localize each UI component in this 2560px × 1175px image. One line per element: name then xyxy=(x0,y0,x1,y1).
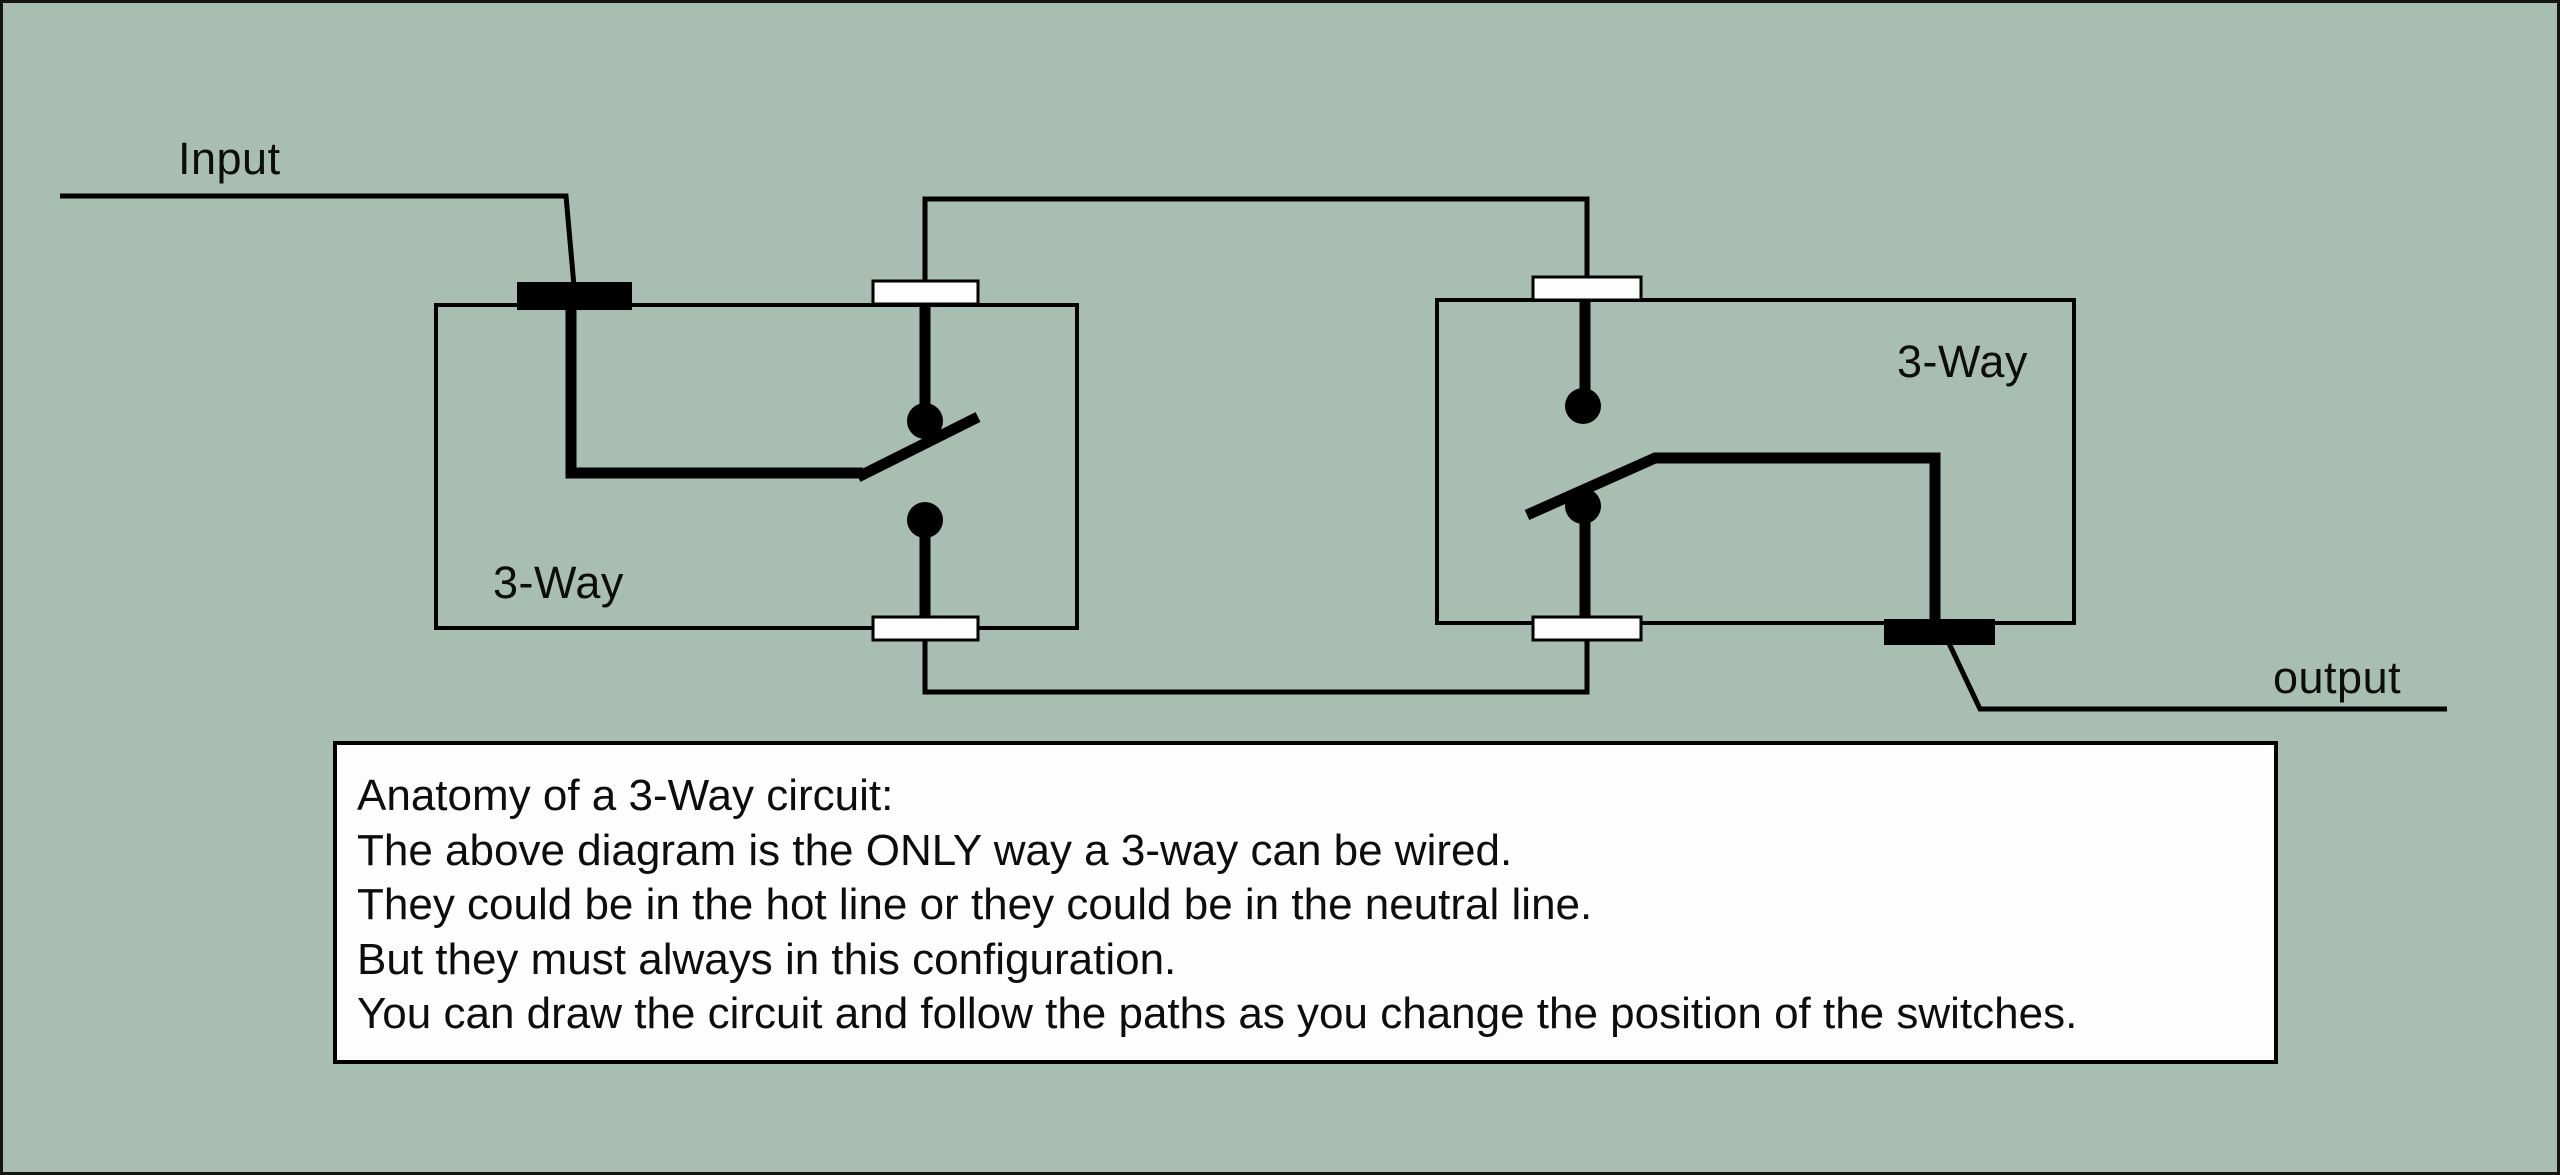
output-terminal xyxy=(1884,619,1995,645)
circuit-diagram xyxy=(60,193,2447,712)
left-switch-blade xyxy=(855,412,981,482)
left-switch-label: 3-Way xyxy=(493,557,624,608)
output-label: output xyxy=(2273,652,2402,703)
note-line: Anatomy of a 3-Way circuit: xyxy=(357,771,894,820)
output-wire xyxy=(1943,635,2447,712)
note-line: But they must always in this configurati… xyxy=(357,934,1177,984)
note-box: Anatomy of a 3-Way circuit: The above di… xyxy=(333,741,2278,1064)
note-line: You can draw the circuit and follow the … xyxy=(357,989,2078,1038)
right-switch-box xyxy=(1435,298,2076,625)
input-wire xyxy=(60,193,577,287)
right-switch-blade xyxy=(1524,452,1941,627)
left-switch-box xyxy=(434,303,1079,630)
right-bottom-terminal xyxy=(1531,615,1643,642)
right-upper-contact xyxy=(1565,388,1601,424)
traveler-bottom-wire xyxy=(922,627,1590,695)
left-bottom-terminal xyxy=(871,615,980,642)
note-line: The above diagram is the ONLY way a 3-wa… xyxy=(357,825,1513,875)
input-label: Input xyxy=(178,133,281,184)
right-switch-label: 3-Way xyxy=(1897,336,2028,387)
left-top-terminal xyxy=(871,279,980,306)
left-upper-contact xyxy=(907,403,943,439)
right-top-terminal xyxy=(1531,275,1643,302)
note-line: They could be in the hot line or they co… xyxy=(357,880,1593,929)
traveler-top-wire xyxy=(922,196,1590,295)
left-common-conductor xyxy=(565,293,863,479)
input-terminal xyxy=(517,282,632,310)
